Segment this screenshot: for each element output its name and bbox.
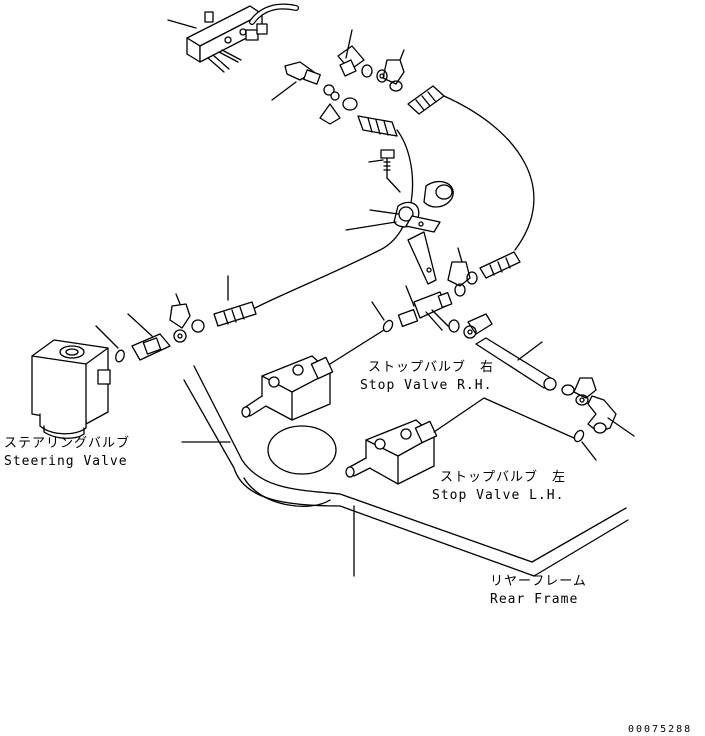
left-connector-fitting <box>115 333 171 363</box>
tag-box <box>382 59 405 85</box>
diagonal-pipe <box>475 337 557 391</box>
hose-right <box>443 95 535 251</box>
leader-line <box>95 325 119 349</box>
leader-line <box>368 159 384 163</box>
leader-line <box>399 49 405 61</box>
steering-valve-label-jp: ステアリングバルブ <box>4 436 131 451</box>
stop-valve-lh-label-en: Stop Valve L.H. <box>432 488 565 503</box>
upper-hose-sleeves <box>357 85 445 137</box>
tee-fitting <box>397 291 477 339</box>
stop-valve-rh <box>241 355 334 421</box>
hose-left <box>254 129 414 309</box>
left-hose-sleeve <box>173 301 257 343</box>
leader-line <box>329 329 385 365</box>
tag-box <box>467 313 493 335</box>
right-hose-sleeve <box>454 251 521 297</box>
leader-line <box>607 417 635 437</box>
leader-line <box>371 301 385 321</box>
tag-box <box>447 261 471 287</box>
leader-line <box>405 285 415 307</box>
stop-valve-lh-label-jp: ストップバルブ 左 <box>440 470 567 485</box>
steering-valve-solenoid <box>31 339 111 439</box>
stop-valve-lh <box>345 419 438 485</box>
leader-line <box>127 313 153 337</box>
clamp-assembly <box>380 149 454 233</box>
leader-line <box>175 293 181 305</box>
rear-frame-label-jp: リヤーフレーム <box>490 574 587 589</box>
o-ring <box>573 429 585 443</box>
leader-line <box>457 247 463 263</box>
rear-frame <box>183 365 629 577</box>
tag-box <box>573 377 597 399</box>
tag-box <box>169 303 191 329</box>
leader-line <box>433 397 575 439</box>
bracket <box>407 231 437 285</box>
o-ring <box>382 319 394 333</box>
stop-valve-rh-label-en: Stop Valve R.H. <box>360 378 493 393</box>
top-manifold-block <box>186 3 299 73</box>
drawing-code: 00075288 <box>628 724 693 735</box>
tag-box <box>319 103 341 125</box>
leader-line <box>167 19 197 29</box>
steering-valve-label-en: Steering Valve <box>4 454 128 469</box>
leader-line <box>271 81 297 101</box>
leader-line <box>345 221 397 231</box>
rear-frame-label-en: Rear Frame <box>490 592 579 607</box>
stop-valve-rh-label-jp: ストップバルブ 右 <box>368 360 495 375</box>
right-elbow-fitting <box>561 384 617 434</box>
leader-line <box>369 209 399 215</box>
leader-line <box>581 441 597 461</box>
leader-line <box>345 29 353 59</box>
